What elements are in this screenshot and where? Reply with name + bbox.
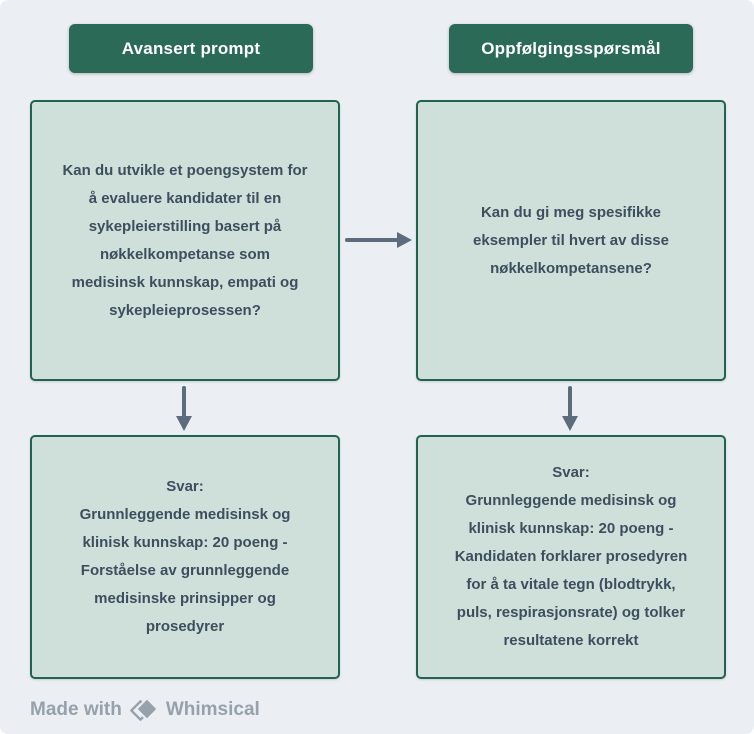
followup-question-header: Oppfølgingsspørsmål: [449, 24, 693, 73]
arrow-down-icon: [558, 385, 582, 433]
advanced-prompt-text: Kan du utvikle et poengsystem for å eval…: [62, 161, 308, 319]
followup-question-header-label: Oppfølgingsspørsmål: [481, 38, 661, 58]
whimsical-brand-label: Whimsical: [165, 699, 260, 720]
advanced-answer-box: Svar: Grunnleggende medisinsk og klinisk…: [30, 435, 340, 679]
made-with-label: Made with: [30, 699, 122, 720]
whimsical-attribution-link[interactable]: Made with Whimsical: [30, 694, 260, 726]
advanced-prompt-header-label: Avansert prompt: [121, 38, 261, 58]
followup-answer-box: Svar: Grunnleggende medisinsk og klinisk…: [416, 435, 726, 679]
advanced-answer-text: Svar: Grunnleggende medisinsk og klinisk…: [79, 478, 291, 635]
arrow-right-icon: [344, 228, 414, 252]
advanced-prompt-box: Kan du utvikle et poengsystem for å eval…: [30, 100, 340, 381]
advanced-prompt-header: Avansert prompt: [69, 24, 313, 73]
followup-question-box: Kan du gi meg spesifikke eksempler til h…: [416, 100, 726, 381]
followup-answer-text: Svar: Grunnleggende medisinsk og klinisk…: [454, 464, 688, 649]
followup-question-text: Kan du gi meg spesifikke eksempler til h…: [473, 203, 669, 277]
arrow-down-icon: [172, 385, 196, 433]
whimsical-diamond-icon: [129, 696, 159, 724]
